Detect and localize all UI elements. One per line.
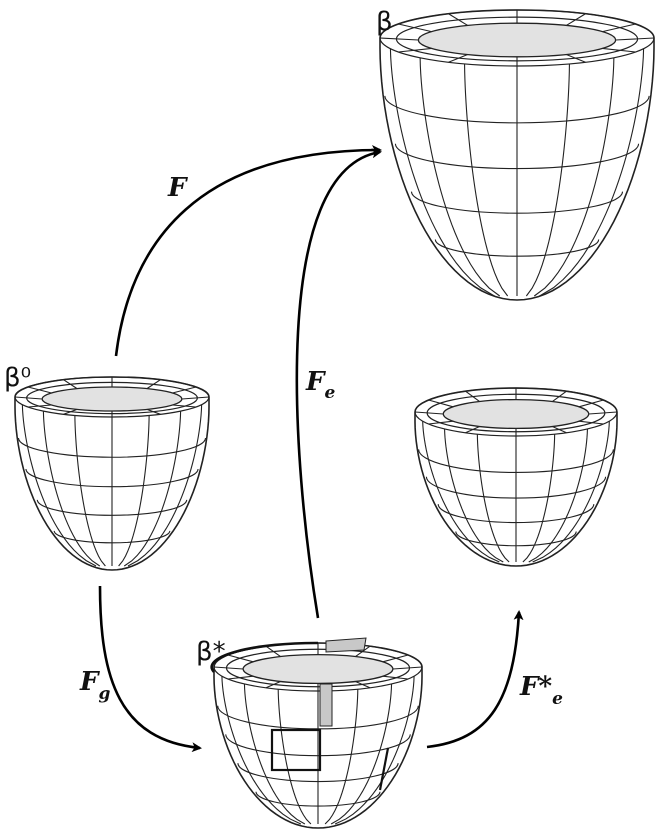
heart-current-shape <box>379 9 655 301</box>
rim-tick <box>172 404 197 408</box>
rim-tick <box>213 666 244 670</box>
rim-tick <box>27 386 52 394</box>
label-map-Fe: Fe <box>305 367 335 403</box>
cavity <box>41 386 183 412</box>
rim-tick <box>146 379 161 390</box>
rim-tick <box>552 390 567 402</box>
label-map-F: F <box>167 173 188 203</box>
rim-tick <box>265 645 281 657</box>
rim-tick <box>398 47 432 53</box>
rim-tick <box>414 411 444 415</box>
rim-tick <box>578 399 604 408</box>
rim-tick <box>448 54 468 63</box>
rim-tick <box>602 23 636 33</box>
rim-tick <box>428 399 454 408</box>
rim-tick <box>355 645 371 657</box>
mesh-meridian <box>127 404 203 567</box>
cavity <box>242 653 394 685</box>
grown-element-highlight <box>319 683 333 727</box>
rim-tick <box>566 13 586 26</box>
mesh-meridian <box>123 411 182 567</box>
mesh-meridian <box>464 63 509 297</box>
rim-tick <box>428 420 454 425</box>
rim-tick <box>398 23 432 33</box>
mesh-meridian <box>522 434 556 563</box>
rim-tick <box>227 675 254 680</box>
rim-tick <box>448 13 468 26</box>
arrow-Fg <box>98 585 202 753</box>
mesh-meridian <box>243 683 306 825</box>
label-map-Fg: Fg <box>79 667 110 704</box>
rim-tick <box>146 408 161 415</box>
rim-tick <box>552 425 567 434</box>
rim-tick <box>181 396 210 400</box>
mesh-meridian <box>389 48 495 297</box>
mesh-meridian <box>277 689 312 825</box>
rim-tick <box>63 379 78 390</box>
rim-tick <box>392 666 423 670</box>
rim-tick <box>172 386 197 394</box>
mesh-meridian <box>74 415 106 567</box>
mesh-meridian <box>444 428 504 563</box>
mesh-meridian <box>525 63 570 297</box>
mesh-meridian <box>528 428 588 563</box>
rim-tick <box>566 54 586 63</box>
rim-tick <box>265 680 281 689</box>
mesh-meridian <box>334 676 415 825</box>
grown-element-gap <box>325 637 367 653</box>
label-grown-state: β* <box>196 637 226 667</box>
rim-tick <box>465 425 480 434</box>
mesh-meridian <box>221 676 302 825</box>
label-current-state: β <box>376 7 393 37</box>
mesh-meridian <box>118 415 150 567</box>
mesh-meridian <box>419 57 501 297</box>
mesh-meridian <box>324 689 359 825</box>
grown-rim-thick <box>210 641 319 673</box>
cavity <box>417 22 617 58</box>
label-reference-state: β⁰ <box>4 363 31 393</box>
arrow-F <box>114 145 382 357</box>
grown-element-box <box>270 728 322 772</box>
rim-tick <box>63 408 78 415</box>
rim-tick <box>355 680 371 689</box>
rim-tick <box>382 675 409 680</box>
rim-tick <box>588 411 618 415</box>
rim-tick <box>465 390 480 402</box>
mesh-meridian <box>476 434 510 563</box>
mesh-meridian <box>422 421 500 563</box>
label-map-Fe-star: F*e <box>519 672 563 709</box>
mesh-meridian <box>42 411 101 567</box>
mesh-meridian <box>539 48 645 297</box>
rim-tick <box>14 396 43 400</box>
rim-tick <box>382 654 409 663</box>
mesh-meridian <box>21 404 97 567</box>
mesh-meridian <box>532 421 610 563</box>
cavity <box>442 398 590 430</box>
rim-tick <box>615 37 655 41</box>
heart-grown-shape <box>210 637 423 829</box>
arrow-Fe-star <box>426 610 524 749</box>
arrow-Fe <box>295 148 382 619</box>
rim-tick <box>379 37 419 41</box>
heart-relaxed-shape <box>414 387 618 567</box>
rim-tick <box>602 47 636 53</box>
heart-reference-shape <box>14 376 210 571</box>
mesh-meridian <box>330 683 393 825</box>
rim-tick <box>27 404 52 408</box>
rim-tick <box>227 654 254 663</box>
rim-tick <box>578 420 604 425</box>
mesh-meridian <box>533 57 615 297</box>
grown-element-edge <box>378 747 390 791</box>
